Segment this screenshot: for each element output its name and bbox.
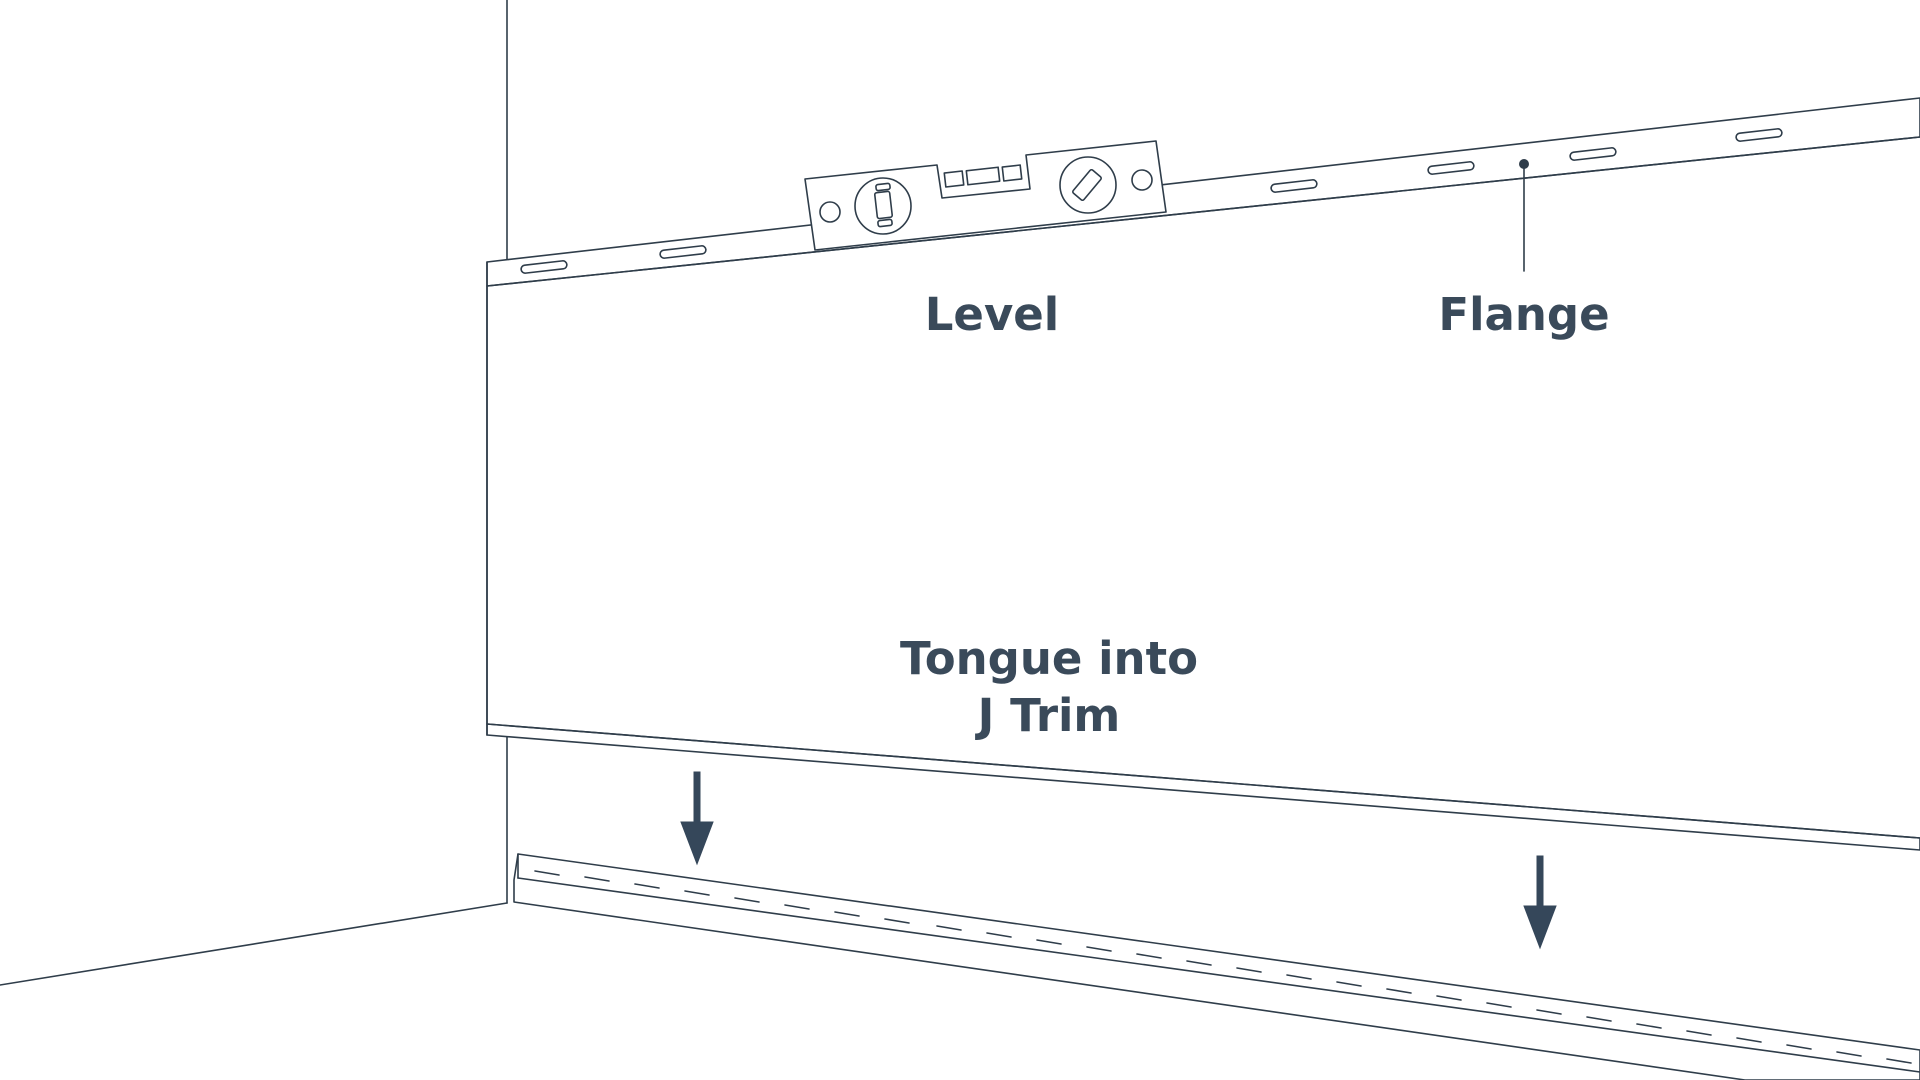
flange-slots — [520, 128, 1783, 274]
j-trim-slots — [534, 870, 1912, 1064]
arrow-down-icon — [1523, 855, 1557, 950]
wall-panel — [486, 97, 1920, 851]
j-trim — [513, 853, 1920, 1080]
tongue-label-line1: Tongue into — [900, 632, 1198, 685]
wall-corner-lines — [0, 0, 508, 986]
flange-pointer — [1519, 159, 1529, 272]
flange-label: Flange — [1438, 288, 1609, 341]
spirit-level-icon — [804, 140, 1167, 251]
arrow-down-icon — [680, 771, 714, 866]
level-label: Level — [925, 288, 1059, 341]
tongue-label-line2: J Trim — [975, 689, 1121, 742]
